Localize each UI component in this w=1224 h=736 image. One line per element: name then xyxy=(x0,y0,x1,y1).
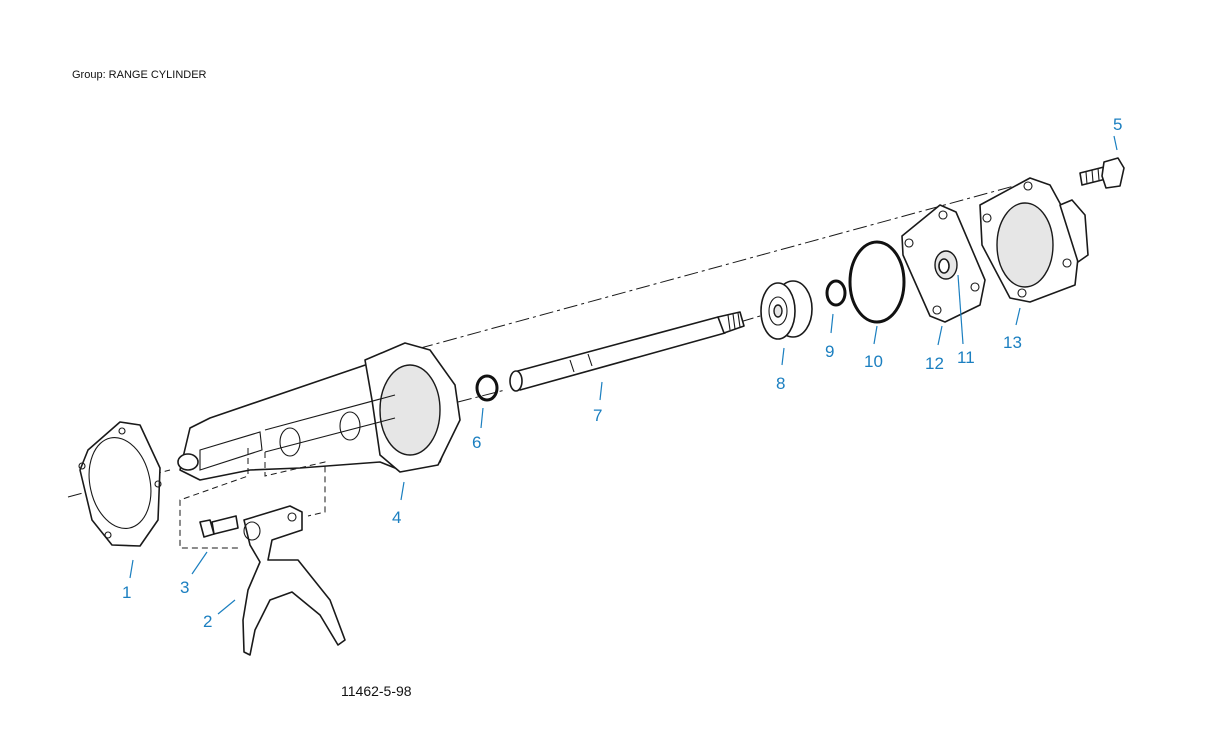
callout-11: 11 xyxy=(957,348,975,367)
callout-10: 10 xyxy=(864,352,883,371)
part-9-o-ring xyxy=(825,279,847,307)
callout-6: 6 xyxy=(472,433,481,452)
callout-3: 3 xyxy=(180,578,189,597)
part-10-o-ring xyxy=(848,240,906,324)
callout-13: 13 xyxy=(1003,333,1022,352)
assembly-bracket xyxy=(179,448,326,549)
callout-1: 1 xyxy=(122,583,131,602)
callout-9: 9 xyxy=(825,342,834,361)
callout-12: 12 xyxy=(925,354,944,373)
part-4-cylinder-housing xyxy=(177,342,461,481)
part-7-piston-rod xyxy=(509,311,745,392)
callout-4: 4 xyxy=(392,508,401,527)
part-8-piston xyxy=(760,280,813,340)
group-title: Group: RANGE CYLINDER xyxy=(72,69,207,81)
part-5-bolt xyxy=(1079,157,1125,189)
callout-labels: 1 2 3 4 5 6 7 8 9 10 11 12 13 xyxy=(122,115,1122,631)
callout-7: 7 xyxy=(593,406,602,425)
leader-lines xyxy=(129,135,1118,615)
figure-id: 11462-5-98 xyxy=(341,683,412,699)
callout-2: 2 xyxy=(203,612,212,631)
callout-8: 8 xyxy=(776,374,785,393)
part-6-o-ring xyxy=(475,374,499,402)
part-3-bolt xyxy=(199,515,239,538)
part-13-end-cover xyxy=(979,177,1089,303)
part-2-shift-fork xyxy=(242,505,346,656)
part-11-nut xyxy=(934,250,958,280)
part-1-gasket xyxy=(78,421,162,547)
callout-5: 5 xyxy=(1113,115,1122,134)
